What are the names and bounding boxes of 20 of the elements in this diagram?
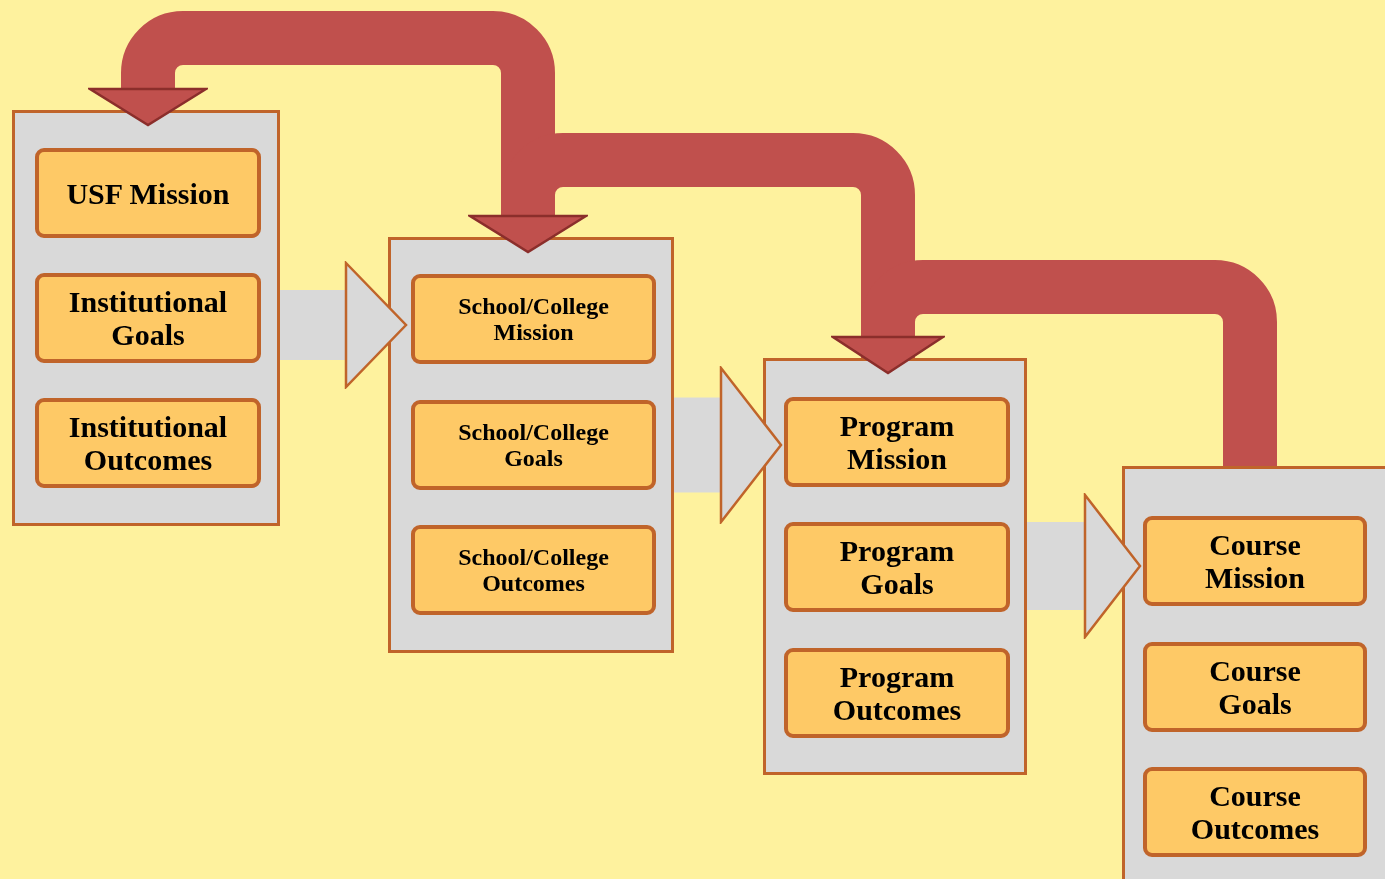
- level-box: Program Outcomes: [784, 648, 1010, 738]
- level-box: School/College Goals: [411, 400, 656, 490]
- level-panel: [12, 110, 280, 526]
- block-arrow: [674, 366, 783, 524]
- level-box: School/College Outcomes: [411, 525, 656, 615]
- level-box: Institutional Outcomes: [35, 398, 261, 488]
- curved-arrow: [468, 133, 915, 358]
- level-panel: [388, 237, 674, 653]
- level-box: Course Outcomes: [1143, 767, 1367, 857]
- level-box: Course Goals: [1143, 642, 1367, 732]
- block-arrow: [1027, 493, 1142, 639]
- level-box: Institutional Goals: [35, 273, 261, 363]
- level-panel: [763, 358, 1027, 775]
- level-box: Program Goals: [784, 522, 1010, 612]
- level-panel: [1122, 466, 1385, 879]
- level-box: USF Mission: [35, 148, 261, 238]
- level-box: School/College Mission: [411, 274, 656, 364]
- level-box: Course Mission: [1143, 516, 1367, 606]
- block-arrow: [280, 261, 408, 389]
- level-box: Program Mission: [784, 397, 1010, 487]
